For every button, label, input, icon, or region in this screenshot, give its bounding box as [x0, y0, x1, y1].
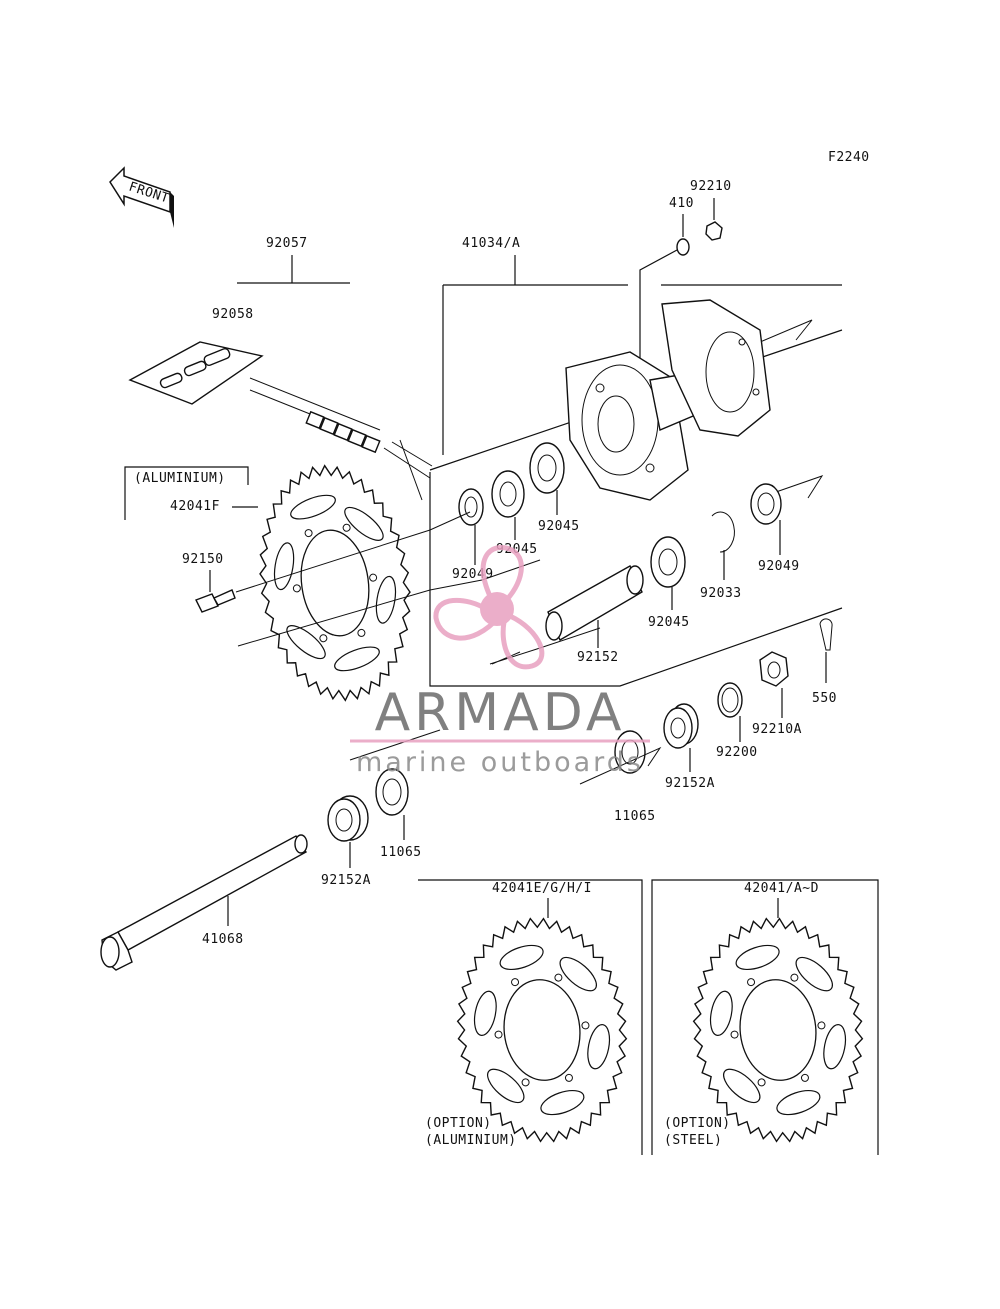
sprocket-window: [375, 575, 397, 624]
nut-92210: [705, 221, 723, 241]
label-92057: 92057: [266, 236, 308, 251]
label-42041AD: 42041/A~D: [744, 881, 819, 896]
sprocket-bolt-hole: [757, 1078, 766, 1087]
sprocket-window: [795, 956, 833, 992]
sprocket-window: [540, 1089, 585, 1116]
label-92200: 92200: [716, 745, 758, 760]
axle-41068: [100, 834, 308, 971]
sprocket-bolt-hole: [304, 529, 313, 538]
watermark-subtitle: marine outboards: [356, 747, 644, 778]
label-92152A-right: 92152A: [665, 776, 715, 791]
axle-nut-92210A: [759, 651, 789, 687]
label-410: 410: [669, 196, 694, 211]
sprocket-bolt-hole: [790, 973, 799, 982]
note-aluminium-top: (ALUMINIUM): [134, 471, 226, 486]
collar-92152A-right: [663, 703, 699, 749]
sprocket-42041F: [259, 464, 411, 702]
note-option1-line2: (ALUMINIUM): [425, 1133, 517, 1148]
sprocket-center-hole: [739, 979, 817, 1081]
sprocket-window: [286, 625, 326, 660]
note-option2-line2: (STEEL): [664, 1133, 722, 1148]
circlip-92033: [711, 511, 735, 553]
label-92210: 92210: [690, 179, 732, 194]
sprocket-bolt-hole: [554, 973, 563, 982]
propeller-logo-icon: [433, 544, 545, 670]
bearing-92045-a: [491, 470, 525, 518]
collar-92152A-left: [327, 795, 369, 842]
label-92210A: 92210A: [752, 722, 802, 737]
sprocket-window: [709, 990, 733, 1036]
rear-hub: [565, 299, 771, 501]
label-92049-right: 92049: [758, 559, 800, 574]
spacer-92152: [545, 565, 644, 642]
front-arrow-icon: FRONT: [109, 166, 174, 228]
sprocket-center-hole: [300, 529, 370, 637]
sprocket-window: [473, 990, 497, 1036]
sprocket-bolt-hole: [369, 573, 378, 582]
sprocket-bolt-hole: [342, 523, 351, 532]
sprocket-window: [290, 494, 336, 520]
sprocket-window: [499, 944, 544, 971]
washer-410: [676, 238, 690, 256]
label-42041EGHI: 42041E/G/H/I: [492, 881, 592, 896]
label-550: 550: [812, 691, 837, 706]
label-92152: 92152: [577, 650, 619, 665]
label-41068: 41068: [202, 932, 244, 947]
label-92033: 92033: [700, 586, 742, 601]
sprocket-bolt-hole: [521, 1078, 530, 1087]
sprocket-bolt-hole: [292, 584, 301, 593]
sprocket-42041EGHI: [456, 917, 628, 1143]
sprocket-window: [559, 956, 597, 992]
sprocket-bolt-hole: [357, 628, 366, 637]
sprocket-window: [823, 1024, 847, 1070]
label-92150: 92150: [182, 552, 224, 567]
label-92045-c: 92045: [648, 615, 690, 630]
sprocket-bolt-hole: [747, 978, 756, 987]
sprocket-window: [723, 1068, 761, 1104]
bolt-92150: [195, 589, 236, 613]
sprocket-window: [735, 944, 780, 971]
bearing-92045-c: [650, 536, 686, 588]
label-92045-b: 92045: [538, 519, 580, 534]
sprocket-bolt-hole: [511, 978, 520, 987]
seal-11065-left: [375, 768, 409, 816]
bearing-92045-b: [529, 442, 565, 494]
seal-92049-left: [458, 488, 484, 526]
label-11065-right: 11065: [614, 809, 656, 824]
sprocket-window: [776, 1089, 821, 1116]
label-11065-left: 11065: [380, 845, 422, 860]
seal-92049-right: [750, 483, 782, 525]
figure-code: F2240: [828, 150, 870, 165]
label-92058: 92058: [212, 307, 254, 322]
armada-watermark: ARMADA marine outboards: [350, 544, 650, 778]
label-41034: 41034/A: [462, 236, 520, 251]
sprocket-window: [487, 1068, 525, 1104]
label-92049-left: 92049: [452, 567, 494, 582]
sprocket-window: [344, 506, 384, 541]
sprocket-center-hole: [503, 979, 581, 1081]
watermark-title: ARMADA: [375, 683, 626, 743]
sprocket-bolt-hole: [817, 1021, 826, 1030]
cotter-pin-550: [819, 618, 833, 651]
sprocket-bolt-hole: [800, 1073, 809, 1082]
sprocket-bolt-hole: [730, 1030, 739, 1039]
note-option1-line1: (OPTION): [425, 1116, 492, 1131]
label-42041F: 42041F: [170, 499, 220, 514]
sprocket-window: [334, 646, 380, 672]
chain-joint-kit: [128, 341, 264, 405]
note-option2-line1: (OPTION): [664, 1116, 731, 1131]
sprocket-bolt-hole: [494, 1030, 503, 1039]
sprocket-bolt-hole: [564, 1073, 573, 1082]
sprocket-42041AD: [692, 917, 864, 1143]
drive-chain: [249, 377, 433, 501]
sprocket-bolt-hole: [319, 634, 328, 643]
sprocket-window: [587, 1024, 611, 1070]
label-92152A-left: 92152A: [321, 873, 371, 888]
sprocket-bolt-hole: [581, 1021, 590, 1030]
